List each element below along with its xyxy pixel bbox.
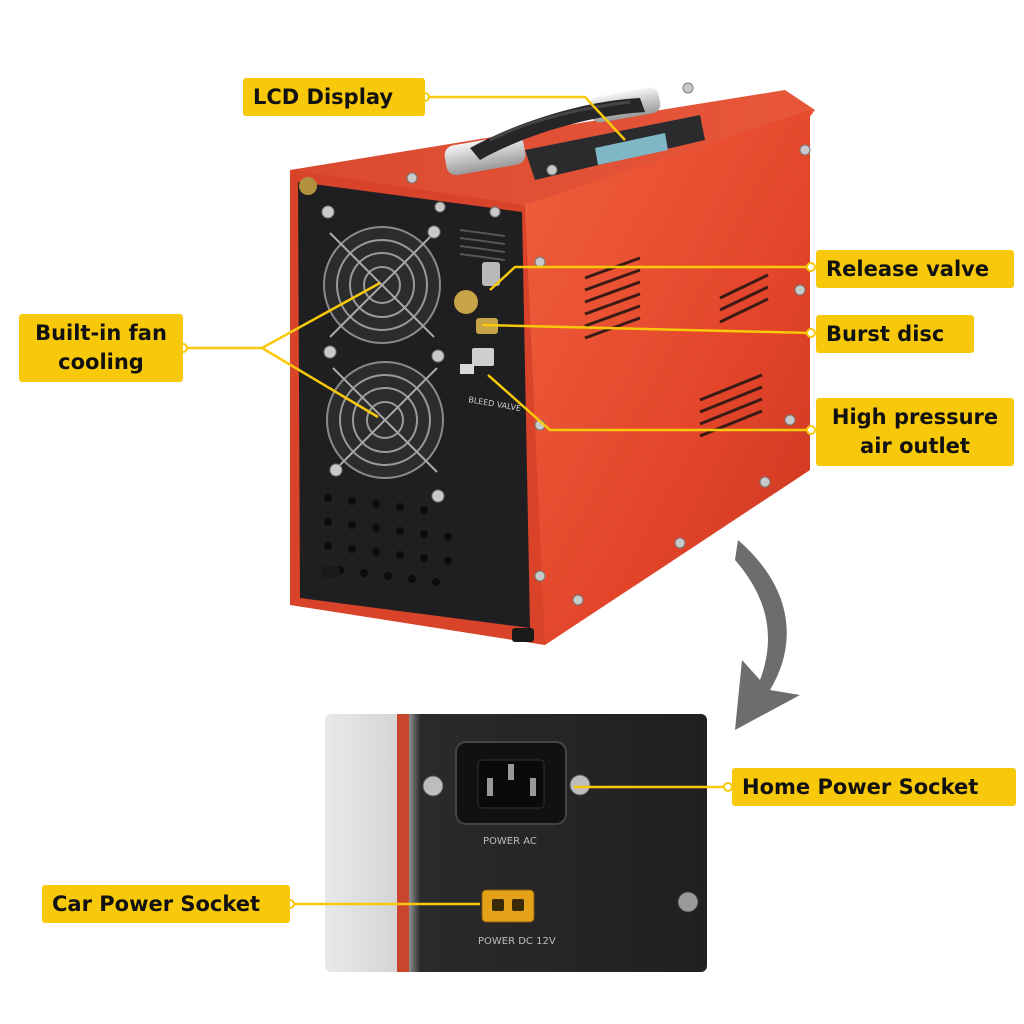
- callout-car-power-socket: Car Power Socket: [42, 885, 290, 923]
- cooling-fan-top: [323, 226, 441, 344]
- callout-lcd-display: LCD Display: [243, 78, 425, 116]
- callout-release-valve: Release valve: [816, 250, 1014, 288]
- foot: [512, 628, 534, 642]
- callout-home-power-socket: Home Power Socket: [732, 768, 1016, 806]
- power-ac-label: POWER AC: [483, 836, 537, 847]
- inset-background: [325, 714, 707, 972]
- power-dc-label: POWER DC 12V: [478, 936, 556, 947]
- cooling-fan-bottom: [326, 361, 444, 479]
- foot: [322, 566, 340, 578]
- callout-burst-disc: Burst disc: [816, 315, 974, 353]
- dc-socket: [481, 889, 535, 923]
- callout-air-outlet: High pressure air outlet: [816, 398, 1014, 466]
- power-socket-inset: POWER AC POWER DC 12V: [325, 714, 707, 972]
- vent-holes: [324, 494, 452, 586]
- leader-lines: [183, 95, 812, 906]
- inset-red-edge: [397, 714, 409, 972]
- side-panel: [525, 110, 810, 645]
- screw: [569, 774, 591, 796]
- lcd-screen: [595, 133, 668, 165]
- front-vents: [459, 229, 506, 261]
- callout-fan-cooling: Built-in fan cooling: [19, 314, 183, 382]
- screw: [677, 891, 699, 913]
- screw: [422, 775, 444, 797]
- curved-arrow-icon: [735, 540, 800, 730]
- screws: [321, 82, 811, 606]
- compressor-body: BLEED VALVE: [290, 87, 815, 645]
- bolt: [299, 177, 317, 195]
